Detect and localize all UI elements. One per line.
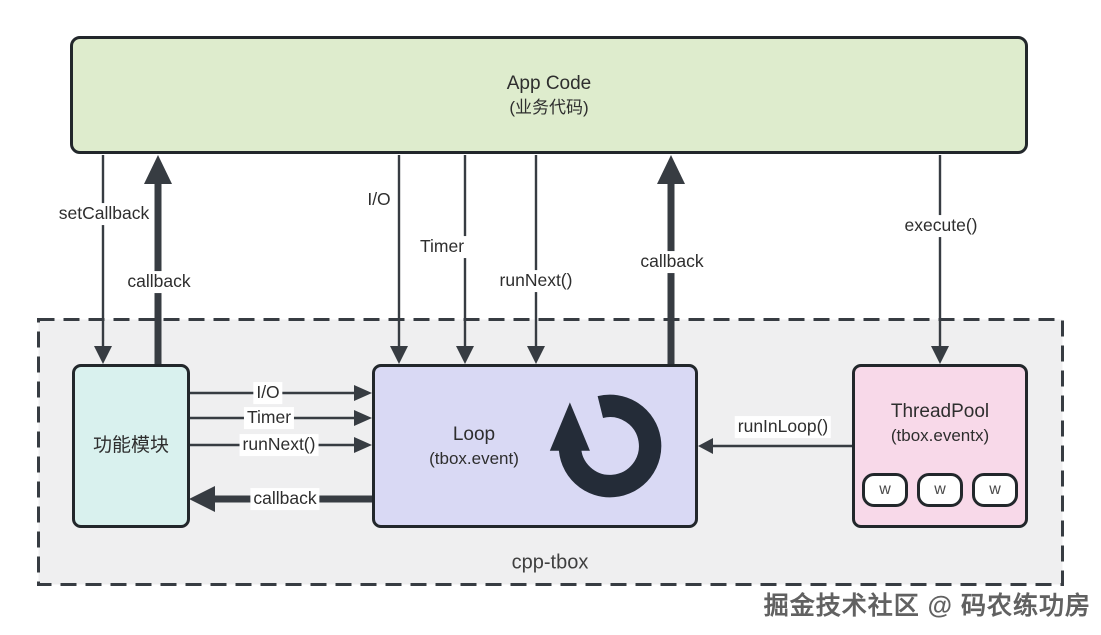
loop-box: Loop (tbox.event) [372, 364, 698, 528]
label-timer-horizontal: Timer [243, 407, 295, 429]
label-execute: execute() [901, 215, 981, 237]
threadpool-subtitle: (tbox.eventx) [890, 425, 990, 445]
label-runinloop: runInLoop() [734, 416, 832, 438]
threadpool-title: ThreadPool [890, 401, 990, 422]
label-io-vertical: I/O [364, 189, 394, 211]
loop-refresh-icon [549, 394, 662, 498]
arrow-setcallback-head [94, 346, 112, 364]
module-box: 功能模块 [72, 364, 190, 528]
label-io-horizontal: I/O [253, 382, 283, 404]
worker-chip: w [972, 473, 1018, 507]
app-code-subtitle: (业务代码) [509, 97, 589, 117]
arrow-io-vertical-head [390, 346, 408, 364]
cpp-tbox-label: cpp-tbox [511, 551, 589, 574]
arrow-callback-up-right-head [657, 155, 685, 184]
arrow-timer-horizontal-head [354, 410, 372, 426]
app-code-box: App Code (业务代码) [70, 36, 1028, 154]
arrow-runnext-vertical-head [527, 346, 545, 364]
loop-text: Loop (tbox.event) [399, 422, 549, 470]
app-code-title: App Code [506, 73, 592, 95]
loop-subtitle: (tbox.event) [429, 448, 519, 468]
label-runnext-vertical: runNext() [496, 270, 576, 292]
arrow-io-horizontal-head [354, 385, 372, 401]
label-callback-horizontal: callback [250, 488, 320, 510]
watermark-text: 掘金技术社区 @ 码农练功房 [763, 592, 1091, 620]
arrow-timer-vertical-head [456, 346, 474, 364]
worker-chip: w [917, 473, 963, 507]
loop-title: Loop [452, 424, 496, 446]
label-timer-vertical: Timer [416, 236, 468, 258]
label-runnext-horizontal: runNext() [239, 434, 319, 456]
label-callback-up-left: callback [124, 271, 194, 293]
arrow-execute-head [931, 346, 949, 364]
worker-chip: w [862, 473, 908, 507]
arrow-callback-horizontal-head [189, 486, 215, 512]
module-label: 功能模块 [92, 435, 169, 457]
label-callback-up-right: callback [637, 251, 707, 273]
worker-row: w w w [855, 473, 1025, 507]
label-setcallback: setCallback [55, 203, 153, 225]
arrow-runnext-horizontal-head [354, 437, 372, 453]
threadpool-box: ThreadPool (tbox.eventx) w w w [852, 364, 1028, 528]
arrow-runinloop-head [698, 438, 713, 454]
arrow-callback-up-left-head [144, 155, 172, 184]
